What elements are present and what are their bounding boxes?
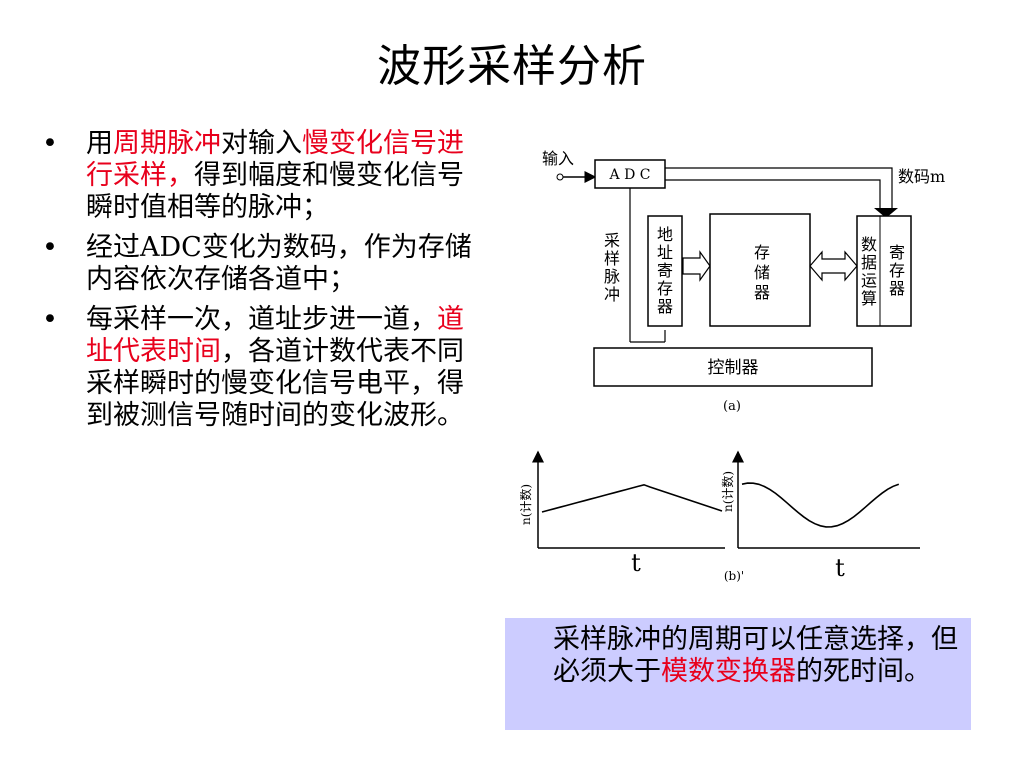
- bullet-text-segment: 每采样一次，道址步进一道，: [86, 304, 437, 335]
- left-waveform: [541, 483, 723, 513]
- register-label: 寄 存 器: [889, 243, 905, 298]
- svg-text:存: 存: [889, 261, 905, 280]
- bullet-marker: •: [42, 304, 58, 335]
- svg-text:存: 存: [754, 243, 770, 262]
- input-label: 输入: [542, 149, 574, 168]
- left-plot-x-label: t: [631, 549, 641, 577]
- memory-block: [709, 213, 811, 327]
- svg-text:运: 运: [861, 271, 877, 290]
- bullet-marker: •: [42, 128, 58, 159]
- svg-text:算: 算: [861, 289, 877, 308]
- note-text-segment: 的死时间。: [796, 656, 931, 687]
- svg-text:器: 器: [754, 283, 770, 302]
- bullet-item: • 每采样一次，道址步进一道，道址代表时间，各道计数代表不同采样瞬时的慢变化信号…: [42, 304, 472, 432]
- address-register-label: 地 址 寄 存 器: [657, 225, 673, 316]
- note-text-segment: 采样脉冲的周期可以任意选择，但必须大于: [553, 624, 958, 687]
- bullet-highlight-segment: 道址代表时间: [86, 304, 464, 367]
- svg-text:器: 器: [889, 279, 905, 298]
- svg-text:地: 地: [657, 225, 673, 244]
- svg-text:寄: 寄: [657, 261, 673, 280]
- controller-label: 控制器: [708, 358, 759, 378]
- caption-b: (b)': [724, 569, 744, 583]
- adc-output-arrowhead: [874, 208, 898, 218]
- caption-a: (a): [723, 399, 741, 414]
- svg-text:储: 储: [754, 263, 770, 282]
- bullet-text-segment: ，各道计数代表不同采样瞬时的慢变化信号电平，得到被测信号随时间的变化波形。: [86, 336, 464, 431]
- controller-block: [593, 347, 873, 387]
- bullet-highlight-segment: 慢变化信号进行采样，: [86, 128, 464, 191]
- svg-text:器: 器: [657, 297, 673, 316]
- bullet-text-segment: 经过ADC变化为数码，作为存储内容依次存储各道中；: [86, 232, 472, 295]
- slide-title: 波形采样分析: [377, 41, 647, 92]
- left-plot-y-label: n(计数): [520, 484, 533, 525]
- svg-text:样: 样: [604, 249, 620, 268]
- data-operation-register-block: [856, 215, 912, 327]
- memory-label: 存 储 器: [754, 243, 770, 302]
- address-register-block: [647, 215, 683, 327]
- bullet-highlight-segment: 周期脉冲: [113, 128, 221, 159]
- adc-output-line: [665, 167, 893, 210]
- svg-text:采: 采: [604, 231, 620, 250]
- right-plot-y-label: n(计数): [720, 471, 735, 512]
- svg-text:冲: 冲: [604, 285, 620, 304]
- adc-label: A D C: [609, 167, 651, 183]
- bullet-list: • 用周期脉冲对输入慢变化信号进行采样，得到幅度和慢变化信号瞬时值相等的脉冲； …: [42, 128, 472, 440]
- right-plot-x-label: t: [835, 554, 845, 582]
- svg-text:据: 据: [861, 253, 877, 272]
- svg-text:脉: 脉: [604, 267, 620, 286]
- svg-text:址: 址: [657, 243, 673, 262]
- bullet-text-segment: 得到幅度和慢变化信号瞬时值相等的脉冲；: [86, 160, 464, 223]
- sampling-pulse-label: 采 样 脉 冲: [604, 231, 620, 304]
- bullet-item: • 经过ADC变化为数码，作为存储内容依次存储各道中；: [42, 232, 472, 296]
- data-operation-label: 数 据 运 算: [861, 235, 877, 308]
- adc-output-line-2: [665, 179, 881, 210]
- svg-text:寄: 寄: [889, 243, 905, 262]
- svg-text:数: 数: [861, 235, 877, 254]
- right-waveform: [741, 482, 900, 528]
- bullet-marker: •: [42, 232, 58, 263]
- digital-code-label: 数码m: [898, 167, 945, 186]
- svg-text:存: 存: [657, 279, 673, 298]
- bullet-text-segment: 对输入: [221, 128, 302, 159]
- input-terminal: [556, 173, 564, 181]
- bullet-item: • 用周期脉冲对输入慢变化信号进行采样，得到幅度和慢变化信号瞬时值相等的脉冲；: [42, 128, 472, 224]
- bullet-text-segment: 用: [86, 128, 113, 159]
- block-diagram-svg: 输入 A D C 数码m 采 样 脉 冲 地 址 寄 存 器: [518, 149, 945, 583]
- block-diagram: 输入 A D C 数码m 采 样 脉 冲 地 址 寄 存 器: [518, 140, 980, 590]
- memory-data-bidirectional-arrow: [809, 250, 858, 282]
- address-to-memory-arrow: [682, 250, 711, 282]
- note-highlight-segment: 模数变换器: [661, 656, 796, 687]
- adc-block: [594, 159, 666, 189]
- note-box: 采样脉冲的周期可以任意选择，但必须大于模数变换器的死时间。: [505, 618, 971, 730]
